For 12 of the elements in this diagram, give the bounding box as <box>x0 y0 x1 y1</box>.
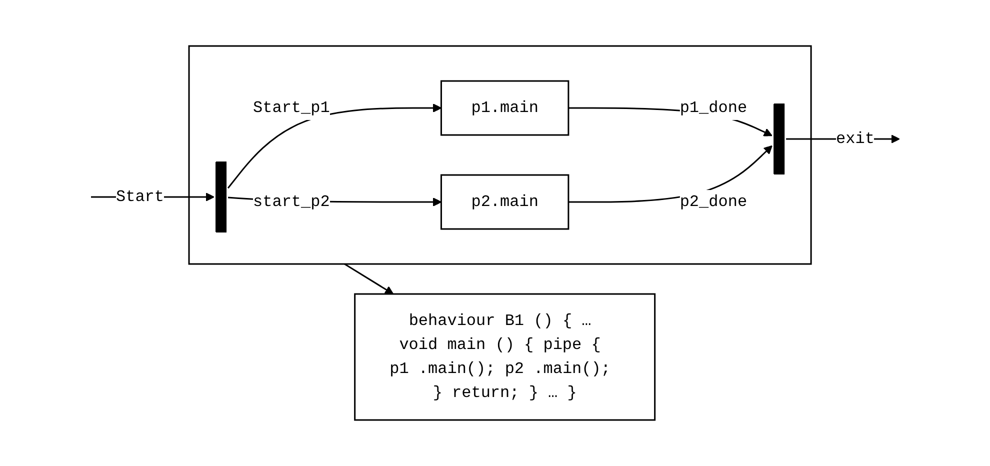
node-box: behaviour B1 () { … void main () { pipe { p1 .main(); p2 .main(); } return; } … } <box>354 293 656 421</box>
node-box: p1.main <box>440 80 569 136</box>
edge-label: exit <box>836 130 874 148</box>
arrow <box>344 263 394 294</box>
edge-label: p1_done <box>680 99 747 117</box>
edge-label: Start <box>116 188 164 206</box>
arrow <box>227 104 442 189</box>
node-box: p2.main <box>440 174 569 230</box>
edge-label: Start_p1 <box>252 99 330 117</box>
edge-label: start_p2 <box>252 193 330 211</box>
cluster <box>188 45 812 265</box>
edge-label: p2_done <box>680 193 747 211</box>
